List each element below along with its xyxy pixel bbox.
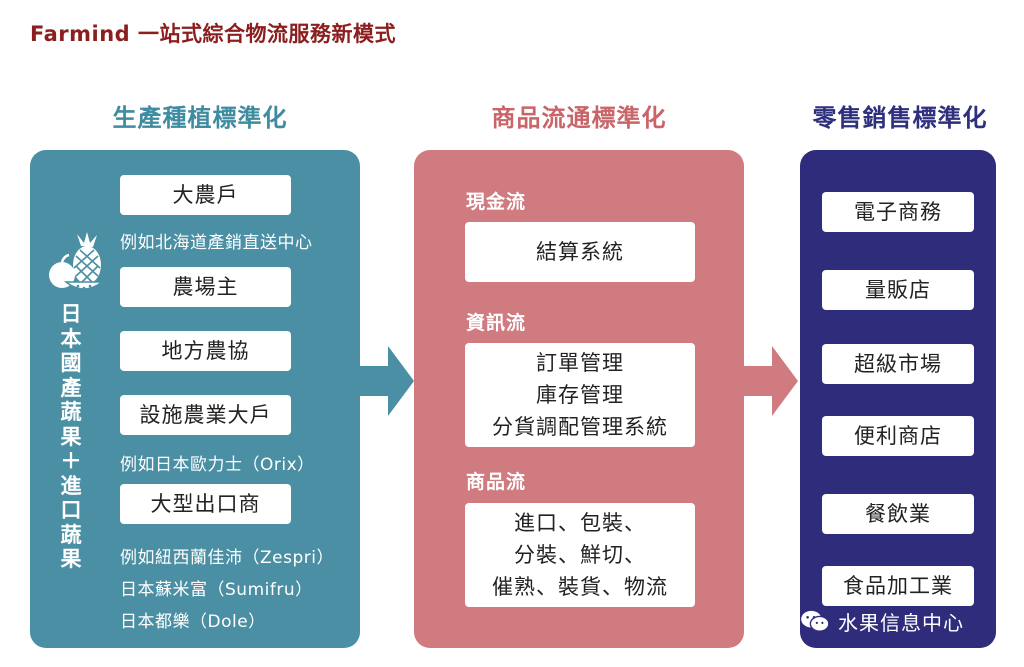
retail-item-3: 超級市場 [822,344,974,384]
info-line-2: 庫存管理 [536,383,624,407]
flow-arrow-1 [360,346,414,416]
retail-item-1: 電子商務 [822,192,974,232]
settlement-line: 結算系統 [536,240,624,264]
producer-box-5: 大型出口商 [120,484,291,524]
cashflow-label: 現金流 [466,191,527,213]
flow-arrow-2 [744,346,798,416]
producer-box-2: 農場主 [120,267,291,307]
retail-item-6: 食品加工業 [822,566,974,606]
retail-item-2: 量販店 [822,270,974,310]
watermark: 水果信息中心 [800,604,964,638]
wechat-icon [801,610,830,632]
fruit-icon [49,232,105,290]
info-line-3: 分貨調配管理系統 [492,415,668,439]
distribution-heading: 商品流通標準化 [491,104,667,132]
producer-example-5a: 例如紐西蘭佳沛（Zespri） [120,548,334,568]
producer-box-3: 地方農協 [120,331,291,371]
producer-box-4: 設施農業大戶 [120,395,291,435]
page-title: Farmind 一站式綜合物流服務新模式 [30,22,397,46]
watermark-text: 水果信息中心 [838,610,964,635]
producer-example-5c: 日本都樂（Dole） [120,612,266,632]
settlement-box: 結算系統 [465,222,695,282]
retail-panel [800,150,996,648]
goods-line-3: 催熟、裝貨、物流 [492,575,668,599]
retail-item-4: 便利商店 [822,416,974,456]
infoflow-label: 資訊流 [466,312,527,334]
retail-item-5: 餐飲業 [822,494,974,534]
info-line-1: 訂單管理 [536,351,624,375]
goods-process-box: 進口、包裝、 分裝、鮮切、 催熟、裝貨、物流 [465,503,695,607]
producer-example-1: 例如北海道產銷直送中心 [120,233,313,253]
goodsflow-label: 商品流 [466,471,527,493]
producer-example-4: 例如日本歐力士（Orix） [120,455,315,475]
retail-heading: 零售銷售標準化 [812,104,988,132]
production-heading: 生產種植標準化 [112,104,288,132]
producer-example-5b: 日本蘇米富（Sumifru） [120,580,313,600]
origin-vertical-label: 日本國產蔬果＋進口蔬果 [60,302,82,571]
goods-line-1: 進口、包裝、 [514,511,646,535]
info-system-box: 訂單管理 庫存管理 分貨調配管理系統 [465,343,695,447]
producer-box-1: 大農戶 [120,175,291,215]
goods-line-2: 分裝、鮮切、 [514,543,646,567]
